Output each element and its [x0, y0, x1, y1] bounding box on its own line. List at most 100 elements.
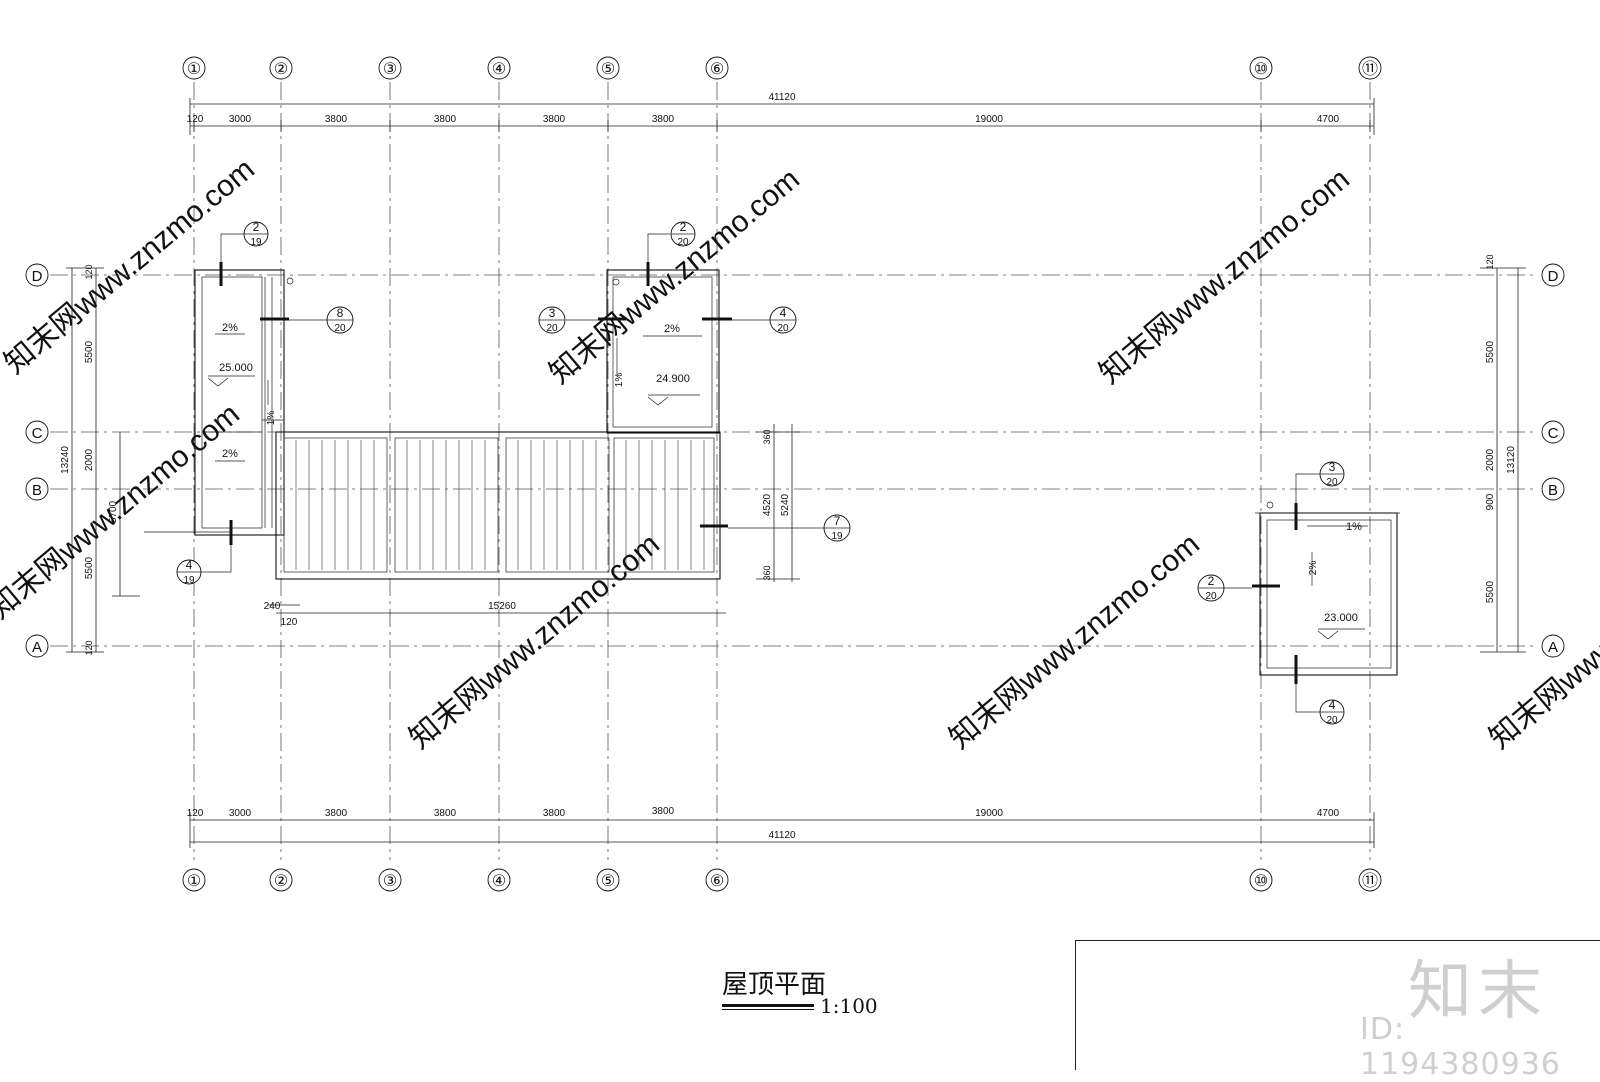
axis-label: ⑪ — [1362, 60, 1378, 78]
dimension-text: 3800 — [652, 806, 675, 817]
detail-ref-sheet: 20 — [334, 323, 346, 334]
axis-label: B — [1548, 482, 1558, 499]
dimension-text: 120 — [1485, 254, 1495, 269]
dimension-text: 2000 — [1485, 448, 1496, 471]
detail-ref-num: 3 — [549, 306, 556, 320]
dimension-text: 3800 — [652, 114, 675, 125]
detail-ref-num: 4 — [186, 558, 193, 572]
axis-label: C — [1548, 425, 1559, 442]
axis-label: ⑤ — [601, 61, 615, 78]
detail-ref-marker: 2 20 — [1197, 574, 1280, 602]
right-dimensions: 120 5500 2000 900 5500 13120 — [1480, 254, 1526, 653]
detail-ref-marker: 4 20 — [702, 306, 797, 334]
dimension-text: 5500 — [1485, 580, 1496, 603]
axis-grid — [50, 82, 1535, 860]
axis-label: D — [1548, 268, 1559, 285]
axis-label: ④ — [492, 873, 506, 890]
dimension-text: 240 — [264, 601, 281, 612]
canopy-structure: 15260 240 120 360 4520 360 5240 — [264, 424, 800, 628]
dimension-text: 3800 — [543, 114, 566, 125]
axis-label: ⑩ — [1254, 873, 1268, 890]
dimension-text: 41120 — [768, 92, 796, 103]
axis-label: ⑥ — [710, 61, 724, 78]
detail-ref-sheet: 19 — [831, 531, 843, 542]
dimension-text: 5500 — [1485, 340, 1496, 363]
dimension-text: 19000 — [975, 114, 1003, 125]
dimension-text: 3800 — [434, 114, 457, 125]
detail-ref-sheet: 20 — [777, 323, 789, 334]
detail-ref-num: 2 — [253, 220, 260, 234]
axis-label: ⑥ — [710, 873, 724, 890]
dimension-text: 3000 — [229, 808, 252, 819]
dimension-text: 19000 — [975, 808, 1003, 819]
dimension-text: 4520 — [762, 493, 773, 516]
slope-label: 2% — [222, 322, 238, 334]
dimension-text: 4700 — [1317, 808, 1340, 819]
slope-label: 2% — [664, 323, 680, 335]
dimension-text: 5500 — [84, 556, 95, 579]
elevation-label: 24.900 — [656, 373, 690, 385]
axis-label: ⑩ — [1254, 61, 1268, 78]
dimension-text: 900 — [1485, 493, 1496, 510]
detail-ref-sheet: 20 — [1205, 591, 1217, 602]
watermark-text: 知末网www.znzmo.com — [1093, 163, 1356, 391]
dimension-text: 360 — [762, 565, 772, 580]
watermark-text: 知末网www.znzmo.com — [943, 528, 1206, 756]
dimension-text: 13120 — [1506, 446, 1517, 474]
detail-ref-marker: 2 19 — [219, 220, 269, 286]
title-block — [1075, 940, 1600, 1070]
dimension-text: 120 — [187, 114, 204, 125]
dimension-text: 3800 — [325, 114, 348, 125]
slope-label: 1% — [266, 411, 277, 426]
watermark-text: 知末网www.znzmo.com — [1483, 528, 1600, 756]
dimension-text: 2000 — [84, 448, 95, 471]
slope-label: 1% — [1346, 521, 1362, 533]
dimension-text: 5240 — [780, 493, 791, 516]
dimension-text: 360 — [762, 429, 772, 444]
axis-label: A — [1548, 639, 1558, 656]
dimension-text: 41120 — [768, 830, 796, 841]
axis-label: ⑪ — [1362, 872, 1378, 890]
detail-ref-sheet: 20 — [677, 237, 689, 248]
detail-ref-sheet: 20 — [1326, 715, 1338, 726]
detail-ref-marker: 8 20 — [260, 306, 354, 334]
dimension-text: 4700 — [1317, 114, 1340, 125]
axis-label: ⑤ — [601, 873, 615, 890]
detail-ref-num: 4 — [780, 306, 787, 320]
bottom-dimensions: 120 3000 3800 3800 3800 3800 19000 4700 … — [187, 806, 1375, 848]
dimension-text: 13240 — [60, 446, 71, 474]
axis-bubbles-top: ① ② ③ ④ ⑤ ⑥ ⑩ ⑪ — [182, 56, 1382, 80]
axis-label: ④ — [492, 61, 506, 78]
dimension-text: 3800 — [325, 808, 348, 819]
canopy-slats — [295, 440, 705, 570]
dimension-text: 5500 — [84, 340, 95, 363]
axis-label: ② — [274, 61, 288, 78]
left-roof-room: 2% 2% 1% 25.000 — [194, 269, 294, 536]
watermark-text: 知末网www.znzmo.com — [543, 163, 806, 391]
axis-bubbles-sides: D C B A D C B A — [25, 263, 1565, 658]
detail-ref-sheet: 20 — [546, 323, 558, 334]
middle-roof-room: 2% 1% 24.900 — [606, 269, 720, 434]
watermark-text: 知末网www.znzmo.com — [403, 528, 666, 756]
drawing-title: 屋顶平面 — [722, 970, 827, 1000]
detail-ref-sheet: 19 — [250, 237, 262, 248]
detail-ref-marker: 3 20 — [1294, 460, 1345, 530]
axis-label: B — [32, 482, 42, 499]
detail-ref-marker: 3 20 — [538, 306, 626, 334]
dimension-text: 120 — [84, 640, 94, 655]
axis-label: ③ — [383, 61, 397, 78]
detail-ref-num: 4 — [1329, 698, 1336, 712]
dimension-text: 3000 — [229, 114, 252, 125]
brand-id: ID: 1194380936 — [1360, 1012, 1561, 1082]
dimension-text: 3800 — [434, 808, 457, 819]
axis-label: D — [32, 268, 43, 285]
axis-label: ② — [274, 873, 288, 890]
detail-ref-marker: 4 19 — [144, 520, 233, 586]
detail-ref-num: 2 — [1208, 574, 1215, 588]
slope-label: 2% — [1308, 561, 1319, 576]
dimension-text: 120 — [281, 617, 298, 628]
dimension-text: 3800 — [543, 808, 566, 819]
brand-logo: 知末 — [1408, 955, 1548, 1029]
detail-ref-num: 2 — [680, 220, 687, 234]
